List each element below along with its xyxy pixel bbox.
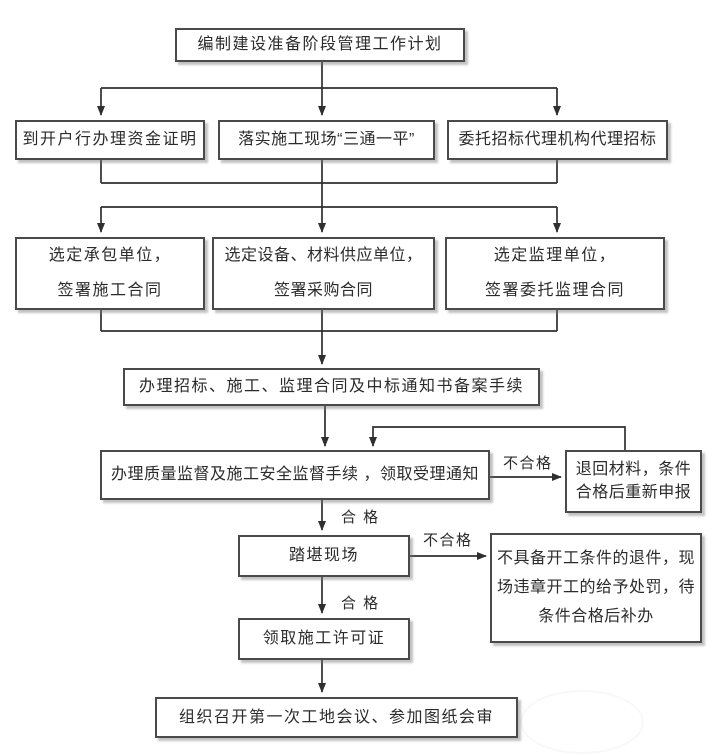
node-contractor-line2: 签署施工合同 [57,282,163,299]
node-supervisor: 选定监理单位， 签署委托监理合同 [445,237,665,310]
node-penalty-line3: 条件合格后补办 [538,608,654,625]
node-penalty: 不具备开工条件的退件，现 场违章开工的给予处罚，待 条件合格后补办 [490,533,702,643]
node-contractor: 选定承包单位， 签署施工合同 [15,237,205,310]
node-supplier-line2: 签署采购合同 [273,282,373,299]
connector-reject-feedback [369,426,626,450]
edge-label-pass-2: 合 格 [341,595,380,612]
node-permit-text: 领取施工许可证 [262,630,386,647]
node-supervisor-line2: 签署委托监理合同 [484,282,625,299]
edge-label-fail-2: 不合格 [423,532,473,549]
node-site-prep: 落实施工现场“三通一平” [218,120,435,160]
node-fund: 到开户行办理资金证明 [15,120,205,160]
edge-label-fail-1: 不合格 [503,455,553,472]
node-fund-text: 到开户行办理资金证明 [22,131,198,148]
node-site-visit: 踏堪现场 [238,535,410,577]
node-agency-text: 委托招标代理机构代理招标 [458,131,657,148]
node-plan-text: 编制建设准备阶段管理工作计划 [197,36,443,53]
node-reject-line1: 退回材料，条件 [575,461,692,478]
node-supplier-line1: 选定设备、材料供应单位， [224,247,423,264]
node-permit: 领取施工许可证 [238,618,410,660]
node-penalty-line2: 场违章开工的给予处罚，待 [496,579,695,596]
node-reject-line2: 合格后重新申报 [575,484,692,501]
node-site-prep-text: 落实施工现场“三通一平” [238,131,415,148]
node-contractor-line1: 选定承包单位， [48,247,172,264]
node-penalty-line1: 不具备开工条件的退件，现 [496,550,695,567]
node-supplier: 选定设备、材料供应单位， 签署采购合同 [212,237,435,310]
node-meeting-text: 组织召开第一次工地会议、参加图纸会审 [178,708,494,726]
node-supervisor-line1: 选定监理单位， [493,247,617,264]
node-quality-text: 办理质量监督及施工安全监督手续 ，领取受理通知 [111,466,479,483]
watermark [520,690,644,754]
edge-label-pass-1: 合 格 [341,509,380,526]
node-reject: 退回材料，条件 合格后重新申报 [565,450,702,513]
node-meeting: 组织召开第一次工地会议、参加图纸会审 [155,697,518,738]
node-site-visit-text: 踏堪现场 [288,547,359,564]
node-agency: 委托招标代理机构代理招标 [447,120,668,160]
node-plan: 编制建设准备阶段管理工作计划 [175,28,465,62]
node-quality: 办理质量监督及施工安全监督手续 ，领取受理通知 [100,450,490,500]
node-filing: 办理招标、施工、监理合同及中标通知书备案手续 [123,368,540,406]
node-filing-text: 办理招标、施工、监理合同及中标通知书备案手续 [138,378,524,395]
